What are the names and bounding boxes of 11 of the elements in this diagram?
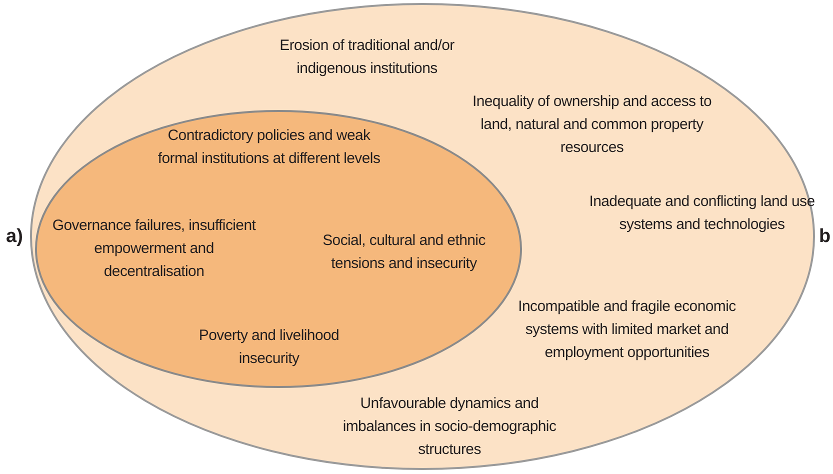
- factor-text: Unfavourable dynamics and imbalances in socio-demographic structures: [342, 394, 558, 460]
- factor-text: Incompatible and fragile economic systems with limited market and employment opportunities: [517, 297, 737, 363]
- factor-text: Social, cultural and ethnic tensions and insecurity: [322, 231, 486, 274]
- factor-text: Inequality of ownership and access to land, natural and common property resources: [472, 92, 712, 158]
- factor-text: Erosion of traditional and/or indigenous institutions: [278, 36, 456, 79]
- factor-text: Poverty and livelihood insecurity: [198, 326, 340, 369]
- factor-text: Inadequate and conflicting land use systems and technologies: [588, 192, 816, 235]
- panel-label: a): [6, 226, 23, 248]
- factor-text: Contradictory policies and weak formal institutions at different levels: [156, 126, 382, 169]
- factor-text: Governance failures, insufficient empowerment and decentralisation: [51, 216, 257, 282]
- panel-label: b: [819, 226, 831, 248]
